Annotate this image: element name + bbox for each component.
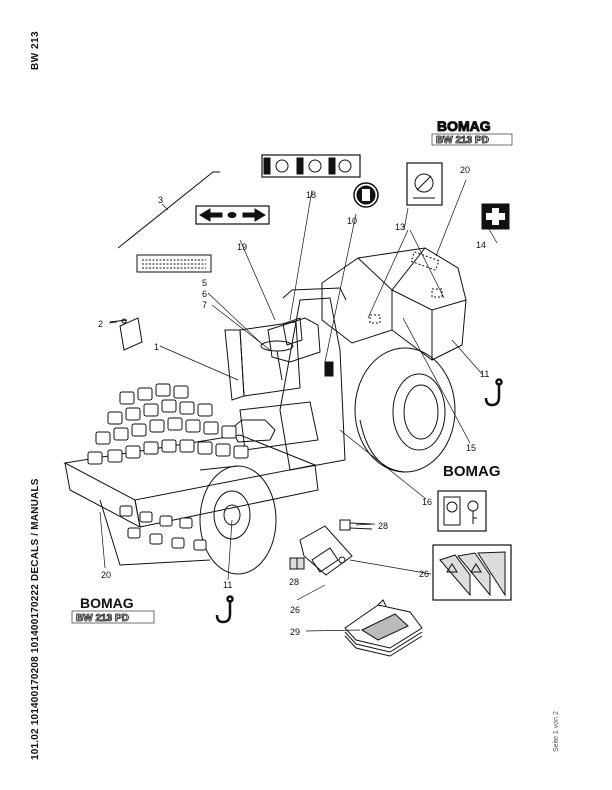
model-decal-top: BW 213 PD — [436, 135, 489, 146]
operator-manual-stack — [344, 599, 423, 657]
callout-2: 2 — [98, 319, 103, 329]
lifting-hook-icon-left — [215, 595, 234, 624]
bomag-logo-side: BOMAG — [443, 463, 501, 480]
callout-19: 19 — [237, 242, 247, 252]
callout-14: 14 — [476, 240, 486, 250]
callout-17: 18 — [306, 190, 316, 200]
callout-20: 26 — [419, 569, 429, 579]
mounting-bracket — [299, 525, 353, 576]
callout-28: 28 — [289, 577, 299, 587]
first-aid-icon — [481, 203, 510, 230]
callout-29: 29 — [290, 627, 300, 637]
bomag-logo-bottom: BOMAG — [80, 595, 134, 611]
warning-triangles-decal — [432, 544, 512, 601]
callout-27: 28 — [378, 521, 388, 531]
gauge-panel-decal — [261, 154, 361, 178]
callout-7: 7 — [202, 300, 207, 310]
callout-15: 15 — [466, 443, 476, 453]
callout-6: 6 — [202, 289, 207, 299]
callout-13: 13 — [395, 222, 405, 232]
pad-foot-studs — [87, 383, 249, 551]
small-plate — [109, 317, 143, 351]
round-symbol-decal — [353, 182, 379, 208]
bomag-logo-top: BOMAG — [437, 118, 491, 134]
callout-10: 10 — [347, 216, 357, 226]
bolt — [339, 519, 373, 531]
text-label-decal — [136, 254, 212, 273]
callout-16: 16 — [422, 497, 432, 507]
callout-3: 3 — [158, 195, 163, 205]
callout-11-right: 11 — [480, 369, 489, 379]
direction-arrows-decal — [195, 205, 270, 225]
callout-5: 5 — [202, 278, 207, 288]
callout-11-left: 11 — [223, 580, 232, 590]
roller-machine-outline — [63, 247, 467, 575]
nut — [289, 557, 305, 570]
callout-18-bottom: 20 — [101, 570, 111, 580]
key-symbol-decal — [437, 490, 487, 532]
callout-18-top: 20 — [460, 165, 470, 175]
callout-1: 1 — [154, 342, 159, 352]
lifting-hook-icon-right — [484, 378, 503, 407]
model-decal-bottom: BW 213 PD — [76, 613, 129, 624]
callout-26: 26 — [290, 605, 300, 615]
warning-symbol-decal — [406, 162, 443, 206]
